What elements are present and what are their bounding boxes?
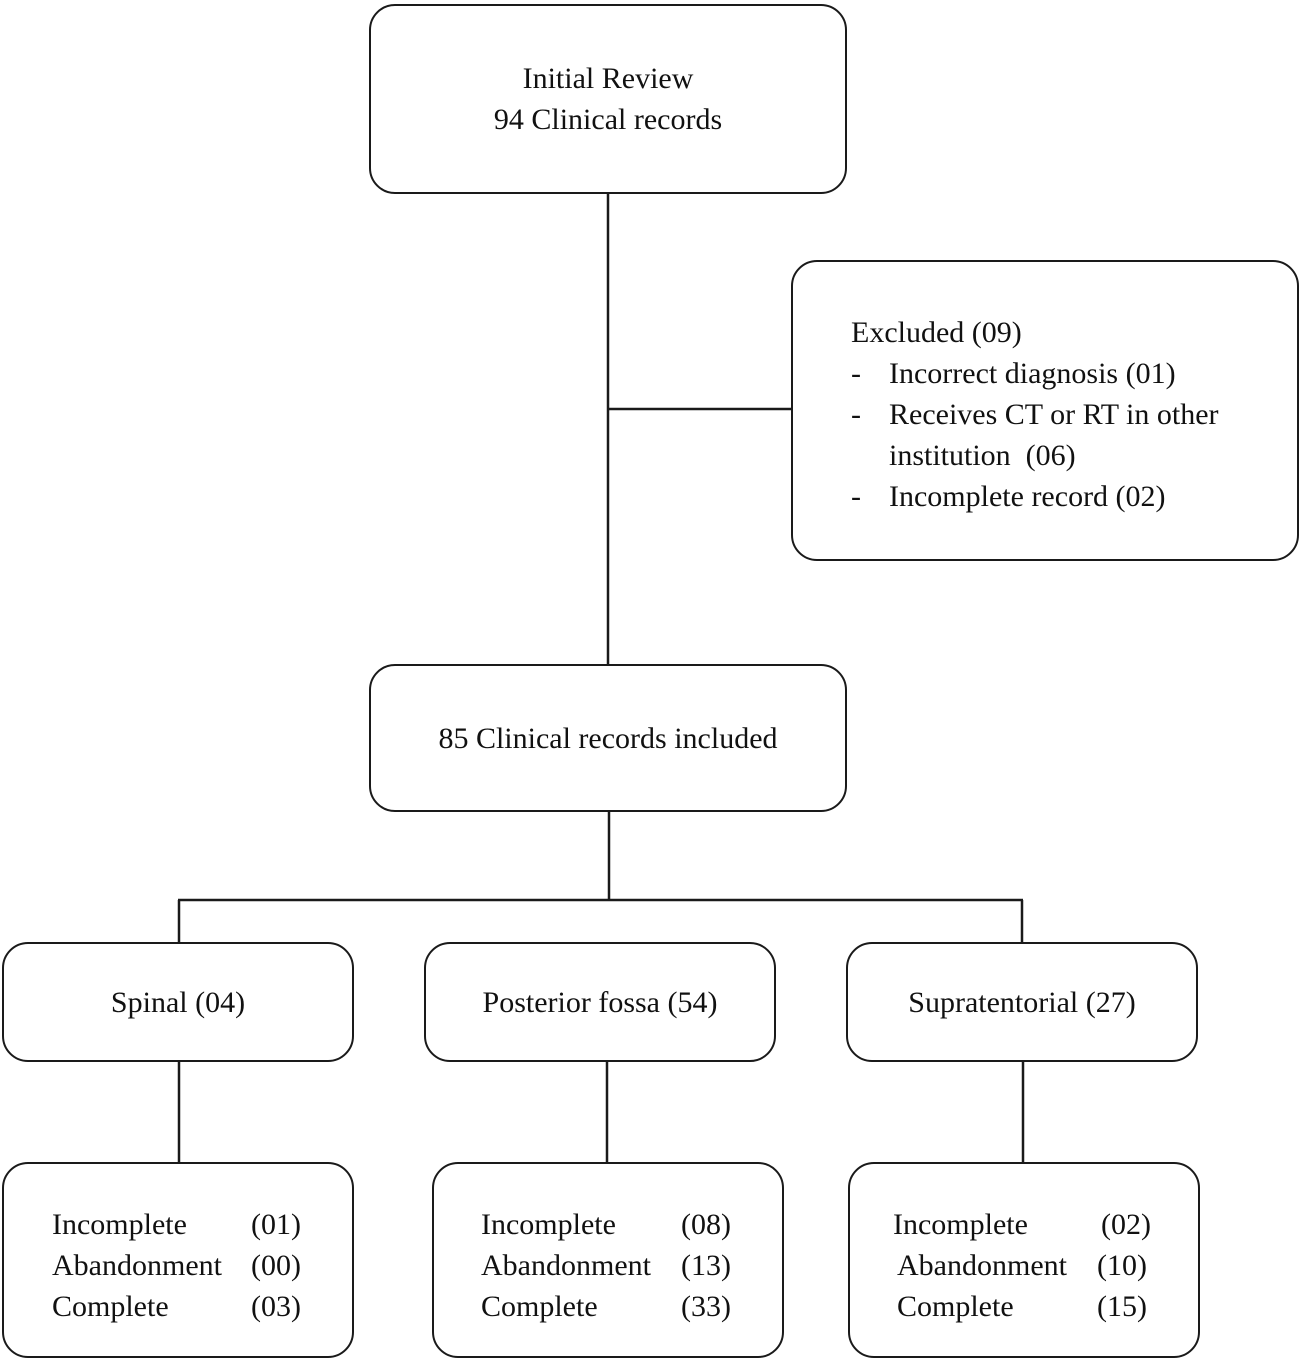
outcome-row: Incomplete (02) — [850, 1204, 1198, 1245]
excluded-title: Excluded (09) — [851, 316, 1022, 349]
category-box-posterior-fossa: Posterior fossa (54) — [424, 942, 776, 1062]
outcome-count: (00) — [251, 1249, 301, 1282]
bullet-dash: - — [851, 398, 861, 431]
excluded-item-label: Receives CT or RT in other institution (… — [889, 398, 1227, 472]
category-box-supratentorial: Supratentorial (27) — [846, 942, 1198, 1062]
outcome-label: Abandonment — [897, 1249, 1067, 1282]
category-label: Posterior fossa (54) — [482, 985, 718, 1019]
outcome-row: Incomplete (01) — [4, 1204, 352, 1245]
category-label: Supratentorial (27) — [908, 985, 1136, 1019]
initial-review-title: Initial Review — [522, 62, 694, 95]
included-label: 85 Clinical records included — [438, 721, 778, 755]
outcome-label: Abandonment — [52, 1249, 222, 1282]
outcome-label: Complete — [897, 1290, 1014, 1323]
initial-review-box: Initial Review 94 Clinical records — [369, 4, 847, 194]
outcome-count: (01) — [251, 1208, 301, 1241]
outcome-box-posterior-fossa: Incomplete (08) Abandonment (13) Complet… — [432, 1162, 784, 1358]
outcome-row: Complete (15) — [850, 1286, 1198, 1327]
outcome-count: (13) — [681, 1249, 731, 1282]
excluded-item: - Incomplete record (02) — [851, 476, 1297, 517]
outcome-box-spinal: Incomplete (01) Abandonment (00) Complet… — [2, 1162, 354, 1358]
outcome-row: Complete (03) — [4, 1286, 352, 1327]
outcome-box-supratentorial: Incomplete (02) Abandonment (10) Complet… — [848, 1162, 1200, 1358]
outcome-count: (08) — [681, 1208, 731, 1241]
outcome-label: Complete — [52, 1290, 169, 1323]
outcome-label: Incomplete — [52, 1208, 187, 1241]
outcome-count: (33) — [681, 1290, 731, 1323]
outcome-count: (03) — [251, 1290, 301, 1323]
outcome-count: (15) — [1097, 1290, 1147, 1323]
outcome-row: Complete (33) — [434, 1286, 782, 1327]
bullet-dash: - — [851, 480, 861, 513]
included-box: 85 Clinical records included — [369, 664, 847, 812]
excluded-item: - Receives CT or RT in other institution… — [851, 394, 1297, 476]
outcome-row: Abandonment (00) — [4, 1245, 352, 1286]
outcome-label: Abandonment — [481, 1249, 651, 1282]
outcome-label: Incomplete — [893, 1208, 1028, 1241]
outcome-row: Abandonment (13) — [434, 1245, 782, 1286]
outcome-row: Incomplete (08) — [434, 1204, 782, 1245]
category-label: Spinal (04) — [110, 985, 246, 1019]
excluded-box: Excluded (09) - Incorrect diagnosis (01)… — [791, 260, 1299, 561]
bullet-dash: - — [851, 357, 861, 390]
outcome-row: Abandonment (10) — [850, 1245, 1198, 1286]
excluded-item-label: Incomplete record (02) — [889, 480, 1166, 513]
category-box-spinal: Spinal (04) — [2, 942, 354, 1062]
outcome-label: Incomplete — [481, 1208, 616, 1241]
outcome-label: Complete — [481, 1290, 598, 1323]
excluded-item-label: Incorrect diagnosis (01) — [889, 357, 1176, 390]
initial-review-count: 94 Clinical records — [493, 103, 723, 136]
excluded-item: - Incorrect diagnosis (01) — [851, 353, 1297, 394]
outcome-count: (02) — [1101, 1208, 1151, 1241]
outcome-count: (10) — [1097, 1249, 1147, 1282]
